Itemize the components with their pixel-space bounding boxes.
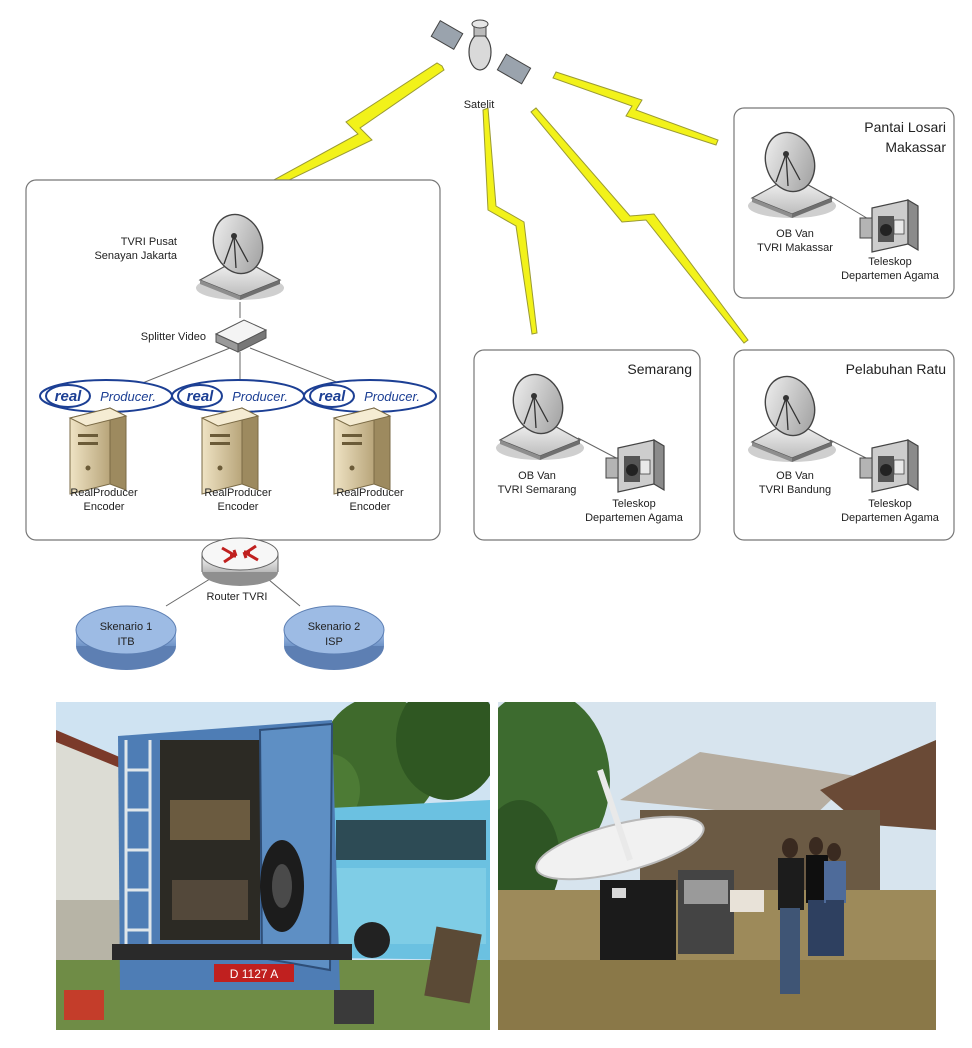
encoder-2-line2: Encoder xyxy=(218,501,259,513)
semarang-van-line2: TVRI Semarang xyxy=(498,484,577,496)
ratu-scope-line1: Teleskop xyxy=(868,498,911,510)
ratu-title-line1: Pelabuhan Ratu xyxy=(846,361,946,377)
photo-ob-van: D 1127 A xyxy=(56,702,490,1030)
makassar-van-line2: TVRI Makassar xyxy=(757,242,833,254)
photo-dish-crew xyxy=(498,702,936,1030)
encoder-1: real Producer. RealProducer Encoder xyxy=(39,379,173,513)
satellite-label: Satelit xyxy=(464,99,495,111)
satellite-icon xyxy=(430,19,532,85)
server-icon-3 xyxy=(333,407,391,495)
jakarta-station-line1: TVRI Pusat xyxy=(121,236,177,248)
server-icon-2 xyxy=(201,407,259,495)
semarang-link xyxy=(577,437,621,461)
semarang-scope-line1: Teleskop xyxy=(612,498,655,510)
encoder-1-line1: RealProducer xyxy=(70,487,138,499)
splitter-icon xyxy=(214,319,268,353)
van-plate: D 1127 A xyxy=(230,967,278,981)
ratu-scope-line2: Departemen Agama xyxy=(841,512,940,524)
makassar-scope-line1: Teleskop xyxy=(868,256,911,268)
logo-producer-3: Producer. xyxy=(364,389,420,404)
scenario-2-line2: ISP xyxy=(325,636,343,648)
scenario-1-line1: Skenario 1 xyxy=(100,621,153,633)
realproducer-logo-2: real Producer. xyxy=(171,379,305,413)
encoder-2: real Producer. RealProducer Encoder xyxy=(171,379,305,513)
logo-producer-1: Producer. xyxy=(100,389,156,404)
makassar-title-line1: Pantai Losari xyxy=(864,119,946,135)
logo-real-2: real xyxy=(187,388,215,405)
encoder-1-line2: Encoder xyxy=(84,501,125,513)
encoder-3: real Producer. RealProducer Encoder xyxy=(303,379,437,513)
scenario-2-disk xyxy=(283,605,385,670)
realproducer-logo-3: real Producer. xyxy=(303,379,437,413)
link-ratu-bolt xyxy=(530,107,749,344)
encoder-2-line1: RealProducer xyxy=(204,487,272,499)
realproducer-logo-1: real Producer. xyxy=(39,379,173,413)
link-semarang-bolt xyxy=(482,107,538,335)
router-label: Router TVRI xyxy=(207,591,268,603)
satellite-links xyxy=(248,62,749,344)
ratu-van-line1: OB Van xyxy=(776,470,814,482)
scenario-1-line2: ITB xyxy=(117,636,134,648)
router-icon xyxy=(201,537,279,586)
semarang-van-line1: OB Van xyxy=(518,470,556,482)
ratu-van-line2: TVRI Bandung xyxy=(759,484,831,496)
logo-producer-2: Producer. xyxy=(232,389,288,404)
crew-figures xyxy=(730,837,846,994)
semarang-title-line1: Semarang xyxy=(627,361,692,377)
jakarta-station-line2: Senayan Jakarta xyxy=(94,250,177,262)
ratu-link xyxy=(829,439,871,461)
logo-real-1: real xyxy=(55,388,83,405)
scenario-2-line1: Skenario 2 xyxy=(308,621,361,633)
logo-real-3: real xyxy=(319,388,347,405)
makassar-link xyxy=(829,195,871,221)
semarang-scope-line2: Departemen Agama xyxy=(585,512,684,524)
server-icon-1 xyxy=(69,407,127,495)
link-jakarta-bolt xyxy=(248,62,445,197)
encoder-3-line2: Encoder xyxy=(350,501,391,513)
makassar-title-line2: Makassar xyxy=(885,139,946,155)
link-makassar-bolt xyxy=(552,71,719,146)
makassar-van-line1: OB Van xyxy=(776,228,814,240)
makassar-scope-line2: Departemen Agama xyxy=(841,270,940,282)
splitter-label: Splitter Video xyxy=(141,331,206,343)
encoder-3-line1: RealProducer xyxy=(336,487,404,499)
scenario-1-disk xyxy=(75,605,177,670)
